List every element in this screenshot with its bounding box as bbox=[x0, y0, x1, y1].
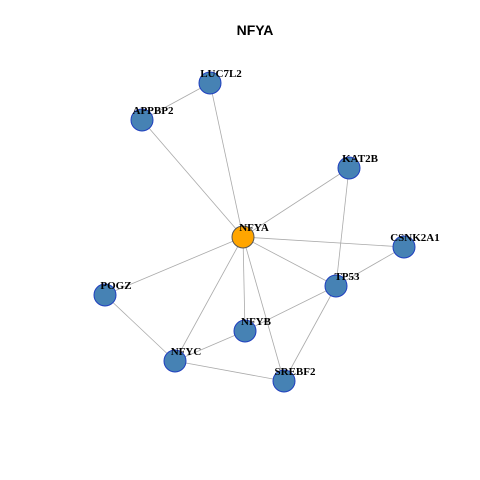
graph-title: NFYA bbox=[237, 22, 274, 38]
node-label-kat2b: KAT2B bbox=[342, 153, 379, 165]
node-label-appbp2: APPBP2 bbox=[133, 105, 174, 117]
edge-nfya-nfyb bbox=[242, 236, 246, 332]
edge-csnk2a1-tp53 bbox=[335, 246, 405, 287]
node-kat2b[interactable] bbox=[337, 156, 361, 180]
node-label-pogz: POGZ bbox=[100, 280, 131, 292]
node-label-srebf2: SREBF2 bbox=[275, 366, 316, 378]
node-tp53[interactable] bbox=[324, 274, 348, 298]
node-label-csnk2a1: CSNK2A1 bbox=[390, 232, 440, 244]
node-nfyb[interactable] bbox=[233, 319, 257, 343]
node-label-nfyc: NFYC bbox=[171, 346, 202, 358]
node-label-luc7l2: LUC7L2 bbox=[200, 68, 242, 80]
node-csnk2a1[interactable] bbox=[392, 235, 416, 259]
node-appbp2[interactable] bbox=[130, 108, 154, 132]
edge-nfya-csnk2a1 bbox=[242, 236, 405, 248]
node-label-nfyb: NFYB bbox=[241, 316, 272, 328]
edge-pogz-nfyc bbox=[104, 294, 176, 362]
edge-nfya-nfyc bbox=[174, 236, 244, 362]
nodes-layer bbox=[93, 71, 416, 393]
edge-kat2b-nfya bbox=[242, 167, 350, 238]
edge-nfya-tp53 bbox=[242, 236, 337, 287]
edges-layer bbox=[104, 82, 405, 382]
edge-nfyb-nfyc bbox=[174, 330, 246, 362]
edge-kat2b-tp53 bbox=[335, 167, 350, 287]
edge-luc7l2-appbp2 bbox=[141, 82, 211, 121]
edge-luc7l2-nfya bbox=[209, 82, 244, 238]
node-label-tp53: TP53 bbox=[334, 271, 360, 283]
edge-tp53-nfyb bbox=[244, 285, 337, 332]
edge-appbp2-nfya bbox=[141, 119, 244, 238]
edge-tp53-srebf2 bbox=[283, 285, 337, 382]
node-nfyc[interactable] bbox=[163, 349, 187, 373]
edge-nfya-pogz bbox=[104, 236, 244, 296]
node-label-nfya: NFYA bbox=[239, 222, 269, 234]
node-srebf2[interactable] bbox=[272, 369, 296, 393]
node-pogz[interactable] bbox=[93, 283, 117, 307]
edge-nfyc-srebf2 bbox=[174, 360, 285, 382]
edge-nfya-srebf2 bbox=[242, 236, 285, 382]
node-nfya[interactable] bbox=[231, 225, 255, 249]
node-luc7l2[interactable] bbox=[198, 71, 222, 95]
